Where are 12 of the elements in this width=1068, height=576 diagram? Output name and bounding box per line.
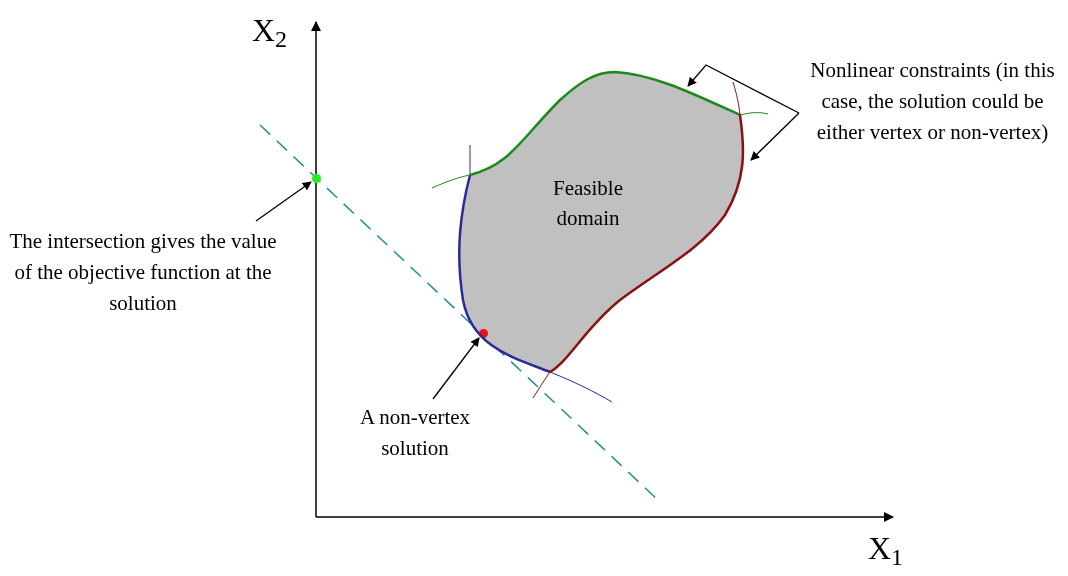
leader-arrow xyxy=(432,337,480,400)
annotation-text: Nonlinear constraints (in this case, the solution could be either vertex or non-vertex) xyxy=(809,57,1056,146)
leader-arrow xyxy=(255,181,312,222)
leader-arrow xyxy=(750,112,800,161)
axis-label: X$_{1}$ xyxy=(868,530,904,566)
axis-label: X$_{2}$ xyxy=(252,12,288,48)
annotation-text: The intersection gives the value of the objective function at the solution xyxy=(8,228,278,317)
leader-arrow xyxy=(687,64,800,114)
annotation-text: A non-vertex solution xyxy=(358,404,472,462)
region-label: Feasible domain xyxy=(552,175,624,232)
solution-point xyxy=(311,173,321,183)
solution-point xyxy=(478,328,488,338)
